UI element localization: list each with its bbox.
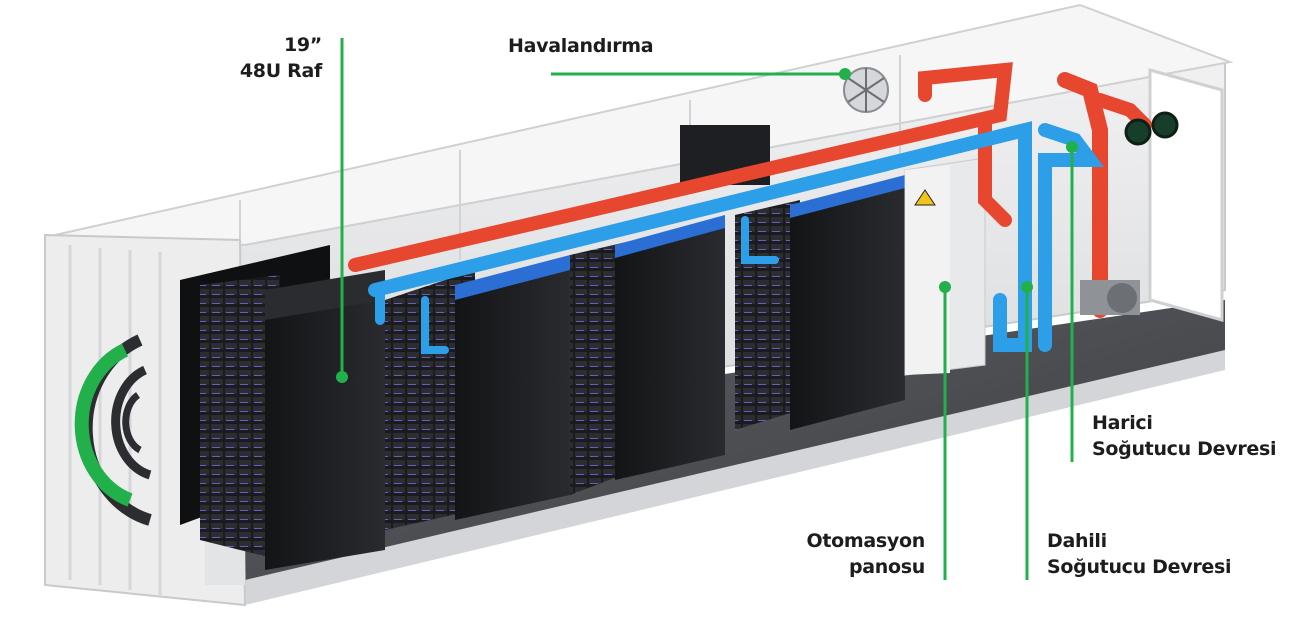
automation-panel-label-line2: panosu — [848, 556, 925, 578]
ventilation-label-text: Havalandırma — [508, 35, 654, 57]
rack-label: 19” 48U Raf — [222, 32, 322, 84]
external-loop-label-line2: Soğutucu Devresi — [1092, 438, 1277, 460]
server-rack-group-2 — [385, 215, 725, 530]
ventilation-label: Havalandırma — [508, 33, 654, 59]
internal-loop-label-line1: Dahili — [1047, 530, 1107, 552]
hot-coolant-pipes — [348, 62, 1152, 318]
rack-label-line1: 19” — [283, 34, 322, 56]
rack-label-line2: 48U Raf — [239, 60, 322, 82]
external-loop-label: Harici Soğutucu Devresi — [1092, 410, 1277, 462]
automation-panel-label: Otomasyon panosu — [770, 528, 926, 580]
server-rack-group-1 — [180, 245, 385, 570]
cold-coolant-pipes — [368, 121, 1104, 354]
automation-panel-cabinet — [904, 157, 986, 376]
callout-leaders — [336, 38, 1078, 580]
ventilation-fan-icon — [843, 67, 889, 113]
internal-loop-label: Dahili Soğutucu Devresi — [1047, 528, 1232, 580]
external-pipe-connectors — [1080, 111, 1179, 315]
external-loop-label-line1: Harici — [1092, 412, 1153, 434]
automation-panel-label-line1: Otomasyon — [806, 530, 926, 552]
internal-loop-label-line2: Soğutucu Devresi — [1047, 556, 1232, 578]
c-logo-icon — [74, 334, 152, 526]
